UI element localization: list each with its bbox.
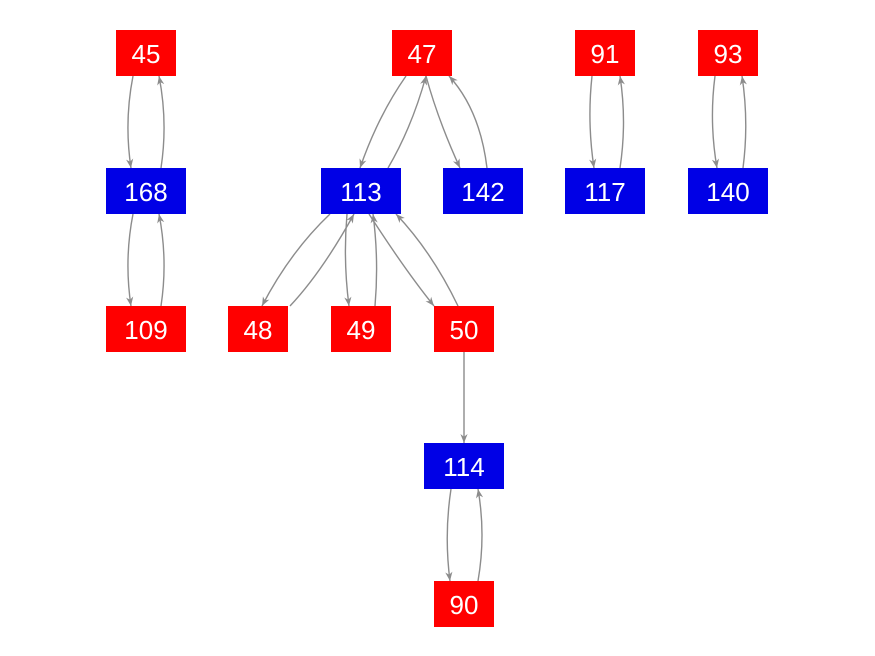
- node-48-box: [228, 306, 288, 352]
- node-117-label: 117: [584, 177, 625, 207]
- node-50-label: 50: [450, 315, 479, 345]
- node-47: 47: [392, 30, 452, 76]
- node-117: 117: [565, 168, 645, 214]
- edge-168-to-45: [157, 75, 165, 169]
- node-168-box: [106, 168, 186, 214]
- edge-93-to-140: [711, 75, 720, 169]
- node-45: 45: [116, 30, 176, 76]
- edge-49-to-113: [370, 213, 378, 307]
- node-113-label: 113: [340, 177, 381, 207]
- node-109-box: [106, 306, 186, 352]
- edge-91-to-117: [589, 75, 597, 169]
- node-47-label: 47: [408, 39, 437, 69]
- node-142-label: 142: [461, 177, 504, 207]
- edge-90-to-114: [475, 488, 484, 582]
- node-168-label: 168: [124, 177, 167, 207]
- edge-109-to-168: [157, 213, 165, 307]
- node-109: 109: [106, 306, 186, 352]
- node-140-box: [688, 168, 768, 214]
- node-113-box: [321, 168, 401, 214]
- node-91-label: 91: [591, 39, 620, 69]
- node-114-box: [424, 443, 504, 489]
- node-140: 140: [688, 168, 768, 214]
- edge-47-to-113: [359, 75, 407, 169]
- node-93-box: [698, 30, 758, 76]
- node-90-label: 90: [450, 590, 479, 620]
- node-91: 91: [575, 30, 635, 76]
- node-49-label: 49: [347, 315, 376, 345]
- edge-113-to-48: [261, 213, 331, 307]
- node-113: 113: [321, 168, 401, 214]
- edge-113-to-49: [344, 213, 352, 307]
- node-47-box: [392, 30, 452, 76]
- edge-113-to-50: [368, 213, 435, 307]
- node-93: 93: [698, 30, 758, 76]
- node-168: 168: [106, 168, 186, 214]
- node-90-box: [434, 581, 494, 627]
- edge-48-to-113: [289, 213, 355, 307]
- node-91-box: [575, 30, 635, 76]
- edge-168-to-109: [126, 213, 134, 307]
- node-142: 142: [443, 168, 523, 214]
- edge-45-to-168: [126, 75, 134, 169]
- edge-113-to-47: [387, 75, 428, 169]
- node-49: 49: [331, 306, 391, 352]
- node-90: 90: [434, 581, 494, 627]
- node-140-label: 140: [706, 177, 749, 207]
- nodes: 45 168 109 47 113 142 48 49 50 114 90 91 117 93 140: [106, 30, 768, 627]
- node-109-label: 109: [124, 315, 167, 345]
- node-93-label: 93: [714, 39, 743, 69]
- edges: [126, 75, 747, 582]
- edge-114-to-90: [445, 488, 453, 582]
- node-45-box: [116, 30, 176, 76]
- node-114: 114: [424, 443, 504, 489]
- node-114-label: 114: [443, 452, 484, 482]
- node-49-box: [331, 306, 391, 352]
- node-45-label: 45: [132, 39, 161, 69]
- edge-47-to-142: [425, 75, 461, 169]
- edge-117-to-91: [617, 75, 625, 169]
- node-50-box: [434, 306, 494, 352]
- node-117-box: [565, 168, 645, 214]
- node-142-box: [443, 168, 523, 214]
- edge-50-to-113: [395, 213, 459, 307]
- node-48-label: 48: [244, 315, 273, 345]
- edge-142-to-47: [448, 75, 488, 169]
- node-48: 48: [228, 306, 288, 352]
- node-50: 50: [434, 306, 494, 352]
- edge-140-to-93: [739, 75, 747, 169]
